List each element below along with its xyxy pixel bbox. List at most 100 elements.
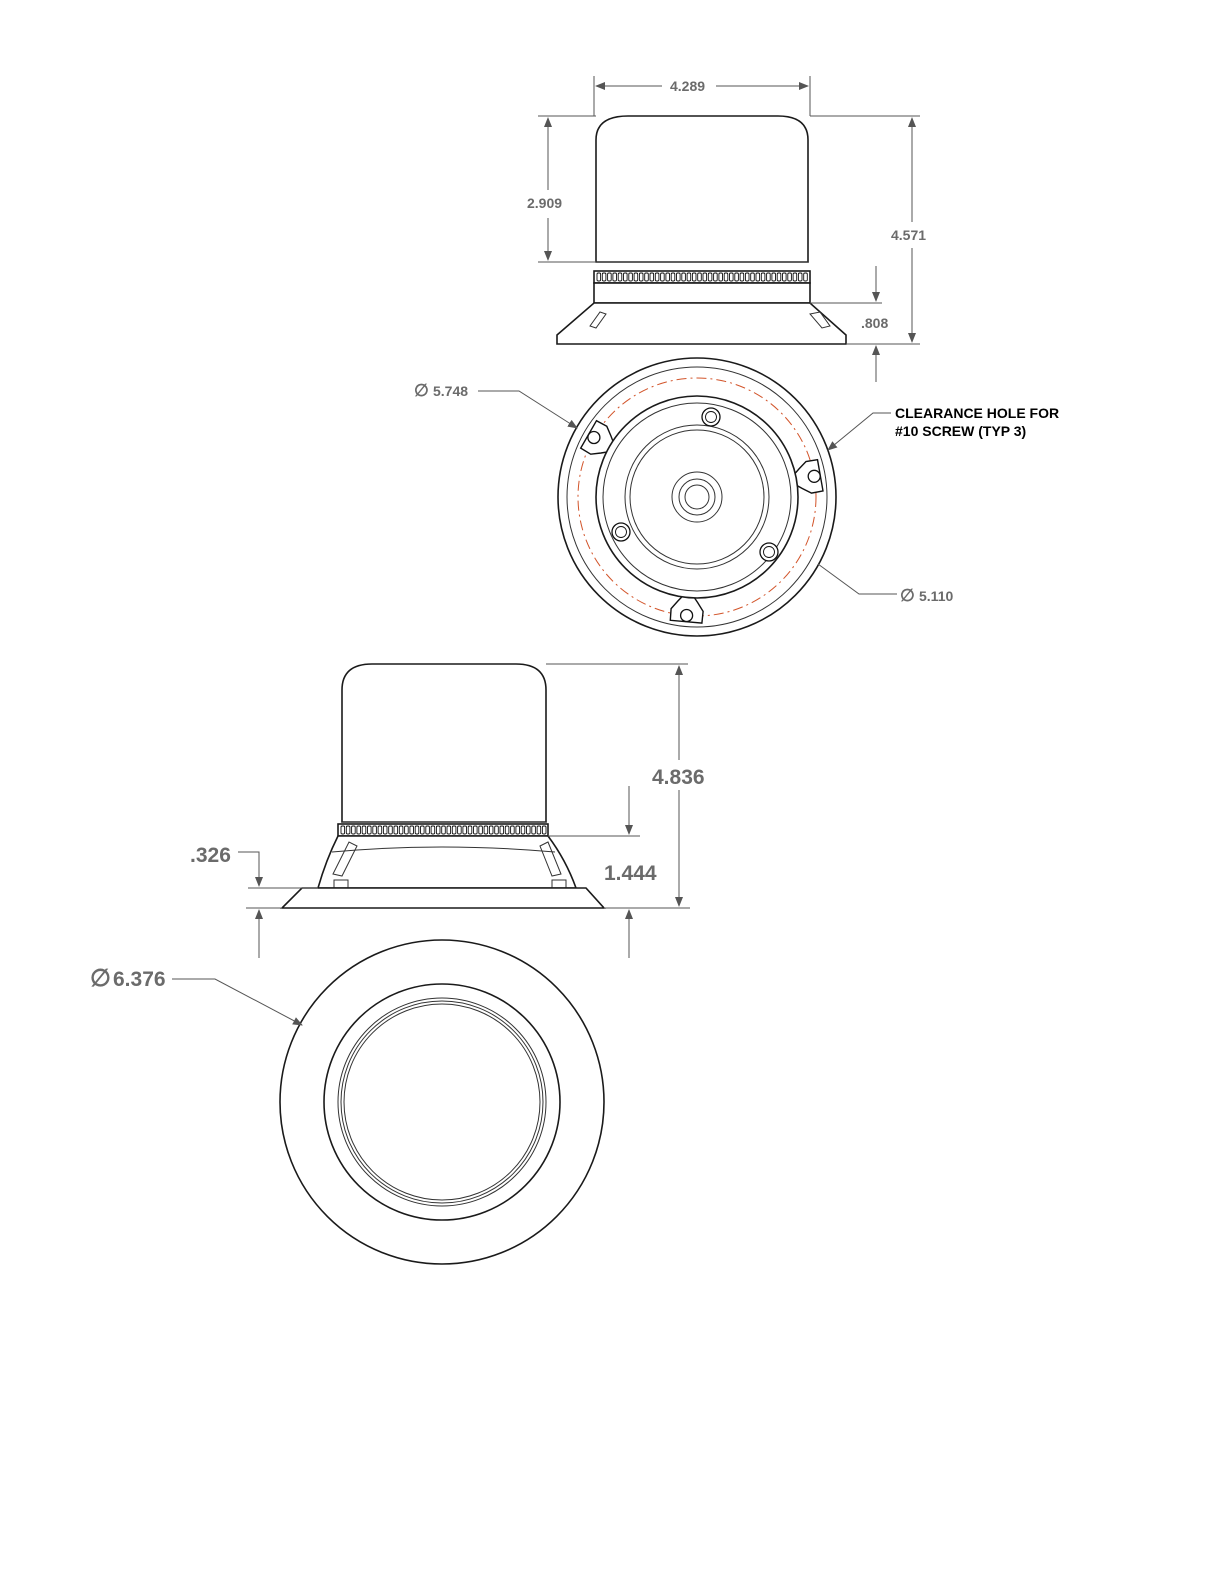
rib bbox=[421, 826, 425, 834]
rib bbox=[521, 826, 525, 834]
diameter-symbol-3: ∅ bbox=[90, 965, 111, 992]
dimensions-view-4: ∅ 6.376 bbox=[90, 965, 302, 1025]
rib bbox=[751, 273, 755, 281]
rib bbox=[613, 273, 617, 281]
rib bbox=[442, 826, 446, 834]
rib bbox=[783, 273, 787, 281]
rib bbox=[597, 273, 601, 281]
rib bbox=[714, 273, 718, 281]
rib bbox=[410, 826, 414, 834]
rib bbox=[692, 273, 696, 281]
dim-mount-dia-outer: 5.748 bbox=[433, 383, 468, 399]
rib bbox=[511, 826, 515, 834]
clearance-note-line1: CLEARANCE HOLE FOR bbox=[895, 405, 1059, 421]
rib bbox=[362, 826, 366, 834]
rib bbox=[730, 273, 734, 281]
top-view bbox=[280, 940, 604, 1264]
rib bbox=[687, 273, 691, 281]
dim-top-width: 4.289 bbox=[670, 78, 705, 94]
rib bbox=[368, 826, 372, 834]
rib bbox=[740, 273, 744, 281]
rib bbox=[479, 826, 483, 834]
rib bbox=[804, 273, 808, 281]
screw-head bbox=[760, 543, 778, 561]
rib bbox=[661, 273, 665, 281]
rib bbox=[735, 273, 739, 281]
rib bbox=[608, 273, 612, 281]
rib bbox=[399, 826, 403, 834]
rib bbox=[537, 826, 541, 834]
rib bbox=[463, 826, 467, 834]
clearance-hole bbox=[681, 610, 693, 622]
rib bbox=[756, 273, 760, 281]
dim-base-height-short: .808 bbox=[861, 315, 888, 331]
dim-bolt-circle-dia: 5.110 bbox=[919, 588, 953, 604]
diameter-symbol-1: ∅ bbox=[414, 381, 429, 400]
dim-flange-thickness: .326 bbox=[190, 844, 231, 867]
rib bbox=[378, 826, 382, 834]
dim-base-height-tall: 1.444 bbox=[604, 862, 657, 885]
rib bbox=[639, 273, 643, 281]
screw-head bbox=[702, 408, 720, 426]
rib bbox=[650, 273, 654, 281]
rib bbox=[542, 826, 546, 834]
side-view-tall bbox=[282, 664, 604, 908]
rib bbox=[772, 273, 776, 281]
rib bbox=[516, 826, 520, 834]
rib bbox=[405, 826, 409, 834]
dim-flange-dia: 6.376 bbox=[113, 968, 166, 991]
rib bbox=[677, 273, 681, 281]
screw-head bbox=[612, 523, 630, 541]
rib bbox=[415, 826, 419, 834]
rib bbox=[682, 273, 686, 281]
rib bbox=[341, 826, 345, 834]
dim-overall-height-short: 4.571 bbox=[891, 227, 926, 243]
rib bbox=[634, 273, 638, 281]
rib bbox=[703, 273, 707, 281]
rib bbox=[505, 826, 509, 834]
rib bbox=[468, 826, 472, 834]
diameter-symbol-2: ∅ bbox=[900, 586, 915, 605]
rib bbox=[602, 273, 606, 281]
rib bbox=[788, 273, 792, 281]
rib bbox=[489, 826, 493, 834]
rib bbox=[708, 273, 712, 281]
rib bbox=[458, 826, 462, 834]
dim-dome-height: 2.909 bbox=[527, 195, 562, 211]
rib bbox=[698, 273, 702, 281]
side-view-short bbox=[557, 116, 846, 344]
rib bbox=[618, 273, 622, 281]
rib bbox=[532, 826, 536, 834]
rib bbox=[394, 826, 398, 834]
bottom-view-mount bbox=[558, 358, 836, 636]
rib bbox=[798, 273, 802, 281]
rib bbox=[436, 826, 440, 834]
rib bbox=[431, 826, 435, 834]
rib bbox=[527, 826, 531, 834]
rib bbox=[777, 273, 781, 281]
rib bbox=[767, 273, 771, 281]
rib bbox=[719, 273, 723, 281]
rib bbox=[500, 826, 504, 834]
rib bbox=[495, 826, 499, 834]
rib bbox=[624, 273, 628, 281]
rib bbox=[724, 273, 728, 281]
rib bbox=[484, 826, 488, 834]
dim-overall-height-tall: 4.836 bbox=[652, 766, 705, 789]
rib bbox=[655, 273, 659, 281]
rib bbox=[346, 826, 350, 834]
clearance-hole bbox=[808, 470, 820, 482]
rib bbox=[645, 273, 649, 281]
rib bbox=[761, 273, 765, 281]
rib bbox=[447, 826, 451, 834]
rib bbox=[474, 826, 478, 834]
clearance-note-line2: #10 SCREW (TYP 3) bbox=[895, 423, 1026, 439]
rib bbox=[666, 273, 670, 281]
clearance-hole bbox=[588, 432, 600, 444]
rib bbox=[352, 826, 356, 834]
rib bbox=[389, 826, 393, 834]
rib bbox=[426, 826, 430, 834]
rib bbox=[452, 826, 456, 834]
rib bbox=[357, 826, 361, 834]
